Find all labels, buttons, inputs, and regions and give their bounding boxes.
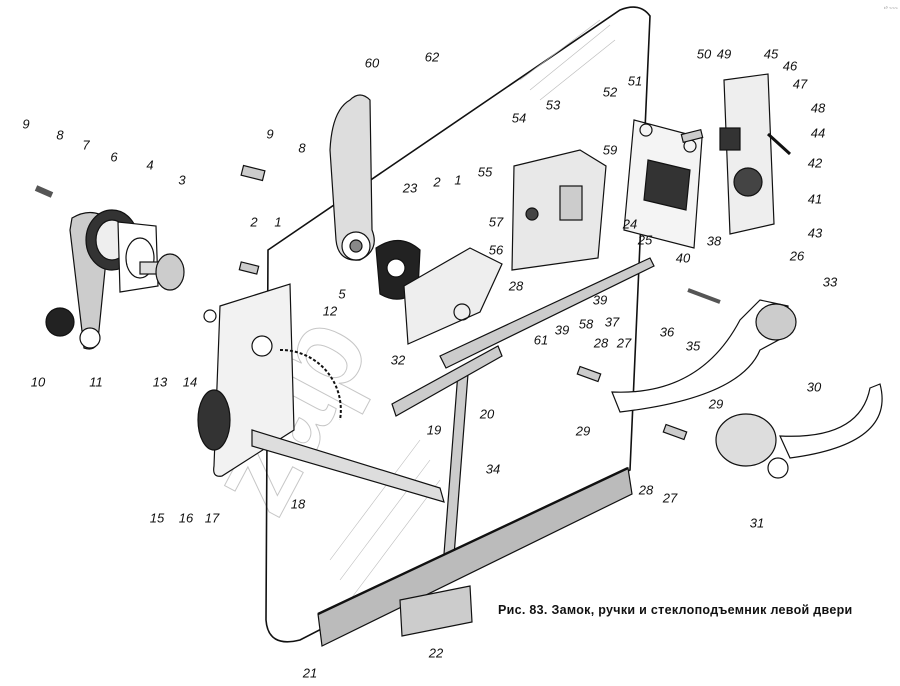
callout-label-33: 33 [822,274,838,290]
callout-label-25: 25 [637,232,653,248]
callout-label-29a: 29 [575,423,591,439]
callout-label-60: 60 [364,55,380,71]
callout-label-41: 41 [807,191,823,207]
callout-label-61: 61 [533,332,549,348]
callout-label-45: 45 [763,46,779,62]
lower-channel-21 [317,466,633,647]
inner-handle-60 [329,94,375,261]
lock-mechanism-53 [439,149,655,369]
callout-label-40: 40 [675,250,691,266]
striker-plate-52 [623,119,703,249]
callout-label-10: 10 [30,374,46,390]
callout-label-8a: 8 [56,127,64,143]
callout-label-26: 26 [789,248,805,264]
callout-label-1b: 1 [454,172,462,188]
callout-label-1a: 1 [274,214,282,230]
callout-label-57: 57 [488,214,504,230]
callout-label-6: 6 [110,149,118,165]
callout-label-51: 51 [627,73,643,89]
callout-label-21: 21 [302,665,318,681]
callout-label-27a: 27 [616,335,632,351]
callout-label-7: 7 [82,137,90,153]
callout-label-55: 55 [477,164,493,180]
callout-label-2b: 2 [433,174,441,190]
corner-mark: ¹⁰ ~~~ [884,6,898,12]
callout-label-35: 35 [685,338,701,354]
callout-label-46: 46 [782,58,798,74]
callout-label-49: 49 [716,46,732,62]
callout-label-29b: 29 [708,396,724,412]
regulator-arm-34 [443,371,469,557]
callout-label-4a: 4 [146,157,154,173]
callout-label-3: 3 [178,172,186,188]
callout-label-36: 36 [659,324,675,340]
callout-label-9a: 9 [22,116,30,132]
callout-label-16: 16 [178,510,194,526]
callout-label-38: 38 [706,233,722,249]
outer-handle-26 [611,288,797,413]
callout-label-2a: 2 [250,214,258,230]
callout-label-32: 32 [390,352,406,368]
callout-label-13: 13 [152,374,168,390]
callout-label-5: 5 [338,286,346,302]
callout-label-22: 22 [428,645,444,661]
callout-label-42: 42 [807,155,823,171]
callout-label-47: 47 [792,76,808,92]
callout-label-15: 15 [149,510,165,526]
screws [238,128,704,441]
callout-label-14: 14 [182,374,198,390]
callout-label-58: 58 [578,316,594,332]
callout-label-9b: 9 [266,126,274,142]
callout-label-27b: 27 [662,490,678,506]
callout-label-44: 44 [810,125,826,141]
callout-label-28a: 28 [508,278,524,294]
callout-label-52: 52 [602,84,618,100]
guide-19-20 [391,345,503,417]
callout-label-59: 59 [602,142,618,158]
callout-label-53: 53 [545,97,561,113]
callout-label-8b: 8 [298,140,306,156]
callout-label-56: 56 [488,242,504,258]
callout-label-24: 24 [622,216,638,232]
outer-handle-30 [715,383,883,479]
callout-label-50: 50 [696,46,712,62]
callout-label-34: 34 [485,461,501,477]
callout-label-31: 31 [749,515,765,531]
callout-label-18: 18 [290,496,306,512]
window-crank-handle [34,185,217,350]
callout-label-48: 48 [810,100,826,116]
regulator-arm-18 [251,429,445,503]
figure-caption: Рис. 83. Замок, ручки и стеклоподъемник … [498,603,853,617]
callout-label-23: 23 [402,180,418,196]
callout-label-43: 43 [807,225,823,241]
callout-label-11: 11 [89,374,103,390]
latch-housing-45 [719,73,792,235]
callout-label-39b: 39 [592,292,608,308]
callout-label-28b: 28 [593,335,609,351]
lock-bracket [403,247,503,345]
callout-label-30: 30 [806,379,822,395]
channel-piece-22 [399,585,473,637]
callout-label-28c: 28 [638,482,654,498]
callout-label-62: 62 [424,49,440,65]
callout-label-20: 20 [479,406,495,422]
regulator-base-plate [197,283,342,477]
callout-label-19: 19 [426,422,442,438]
door-glass-62 [265,6,651,643]
callout-label-39a: 39 [554,322,570,338]
callout-label-12: 12 [322,303,338,319]
callout-label-17: 17 [204,510,220,526]
callout-label-37: 37 [604,314,620,330]
callout-label-54: 54 [511,110,527,126]
